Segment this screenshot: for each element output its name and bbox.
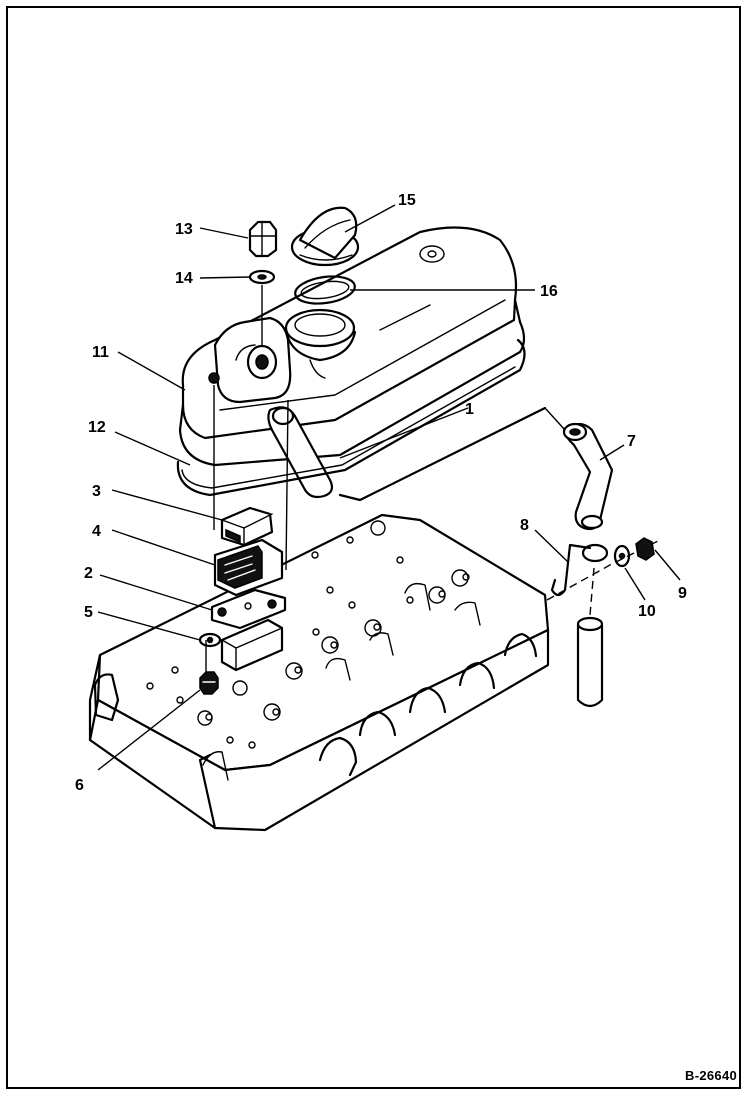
callout-6: 6 — [75, 777, 84, 794]
callout-10: 10 — [638, 603, 656, 620]
callout-leaders — [97, 204, 681, 771]
breather-cover — [220, 506, 274, 547]
callout-15: 15 — [398, 192, 416, 209]
callout-1: 1 — [465, 401, 474, 418]
callout-4: 4 — [92, 523, 101, 540]
callout-11: 11 — [92, 344, 109, 361]
callout-13: 13 — [175, 221, 193, 238]
callout-7: 7 — [627, 433, 636, 450]
washer-10 — [613, 544, 631, 568]
sealing-washer — [248, 269, 276, 285]
callout-16: 16 — [540, 283, 558, 300]
breather-plate — [210, 588, 287, 630]
hose-clamp — [550, 543, 609, 597]
callout-3: 3 — [92, 483, 101, 500]
banjo-bolt — [248, 220, 278, 258]
drawing-border — [6, 6, 741, 1089]
nut-9 — [635, 537, 655, 561]
callout-9: 9 — [678, 585, 687, 602]
callout-14: 14 — [175, 270, 193, 287]
callout-5: 5 — [84, 604, 93, 621]
oil-filler-cap — [290, 206, 360, 267]
cover-gasket — [176, 338, 526, 497]
breather-element — [213, 538, 284, 597]
figure-code: B-26640 — [685, 1068, 737, 1083]
cylinder-head — [88, 513, 550, 832]
callout-8: 8 — [520, 517, 529, 534]
breather-hose — [562, 422, 614, 531]
nut-6 — [199, 671, 219, 695]
callout-12: 12 — [88, 419, 106, 436]
callout-2: 2 — [84, 565, 93, 582]
o-ring — [294, 275, 356, 305]
lower-tube — [576, 616, 604, 708]
callout-labels: 1 2 3 4 5 6 7 8 9 10 11 12 13 14 15 16 — [75, 192, 687, 794]
